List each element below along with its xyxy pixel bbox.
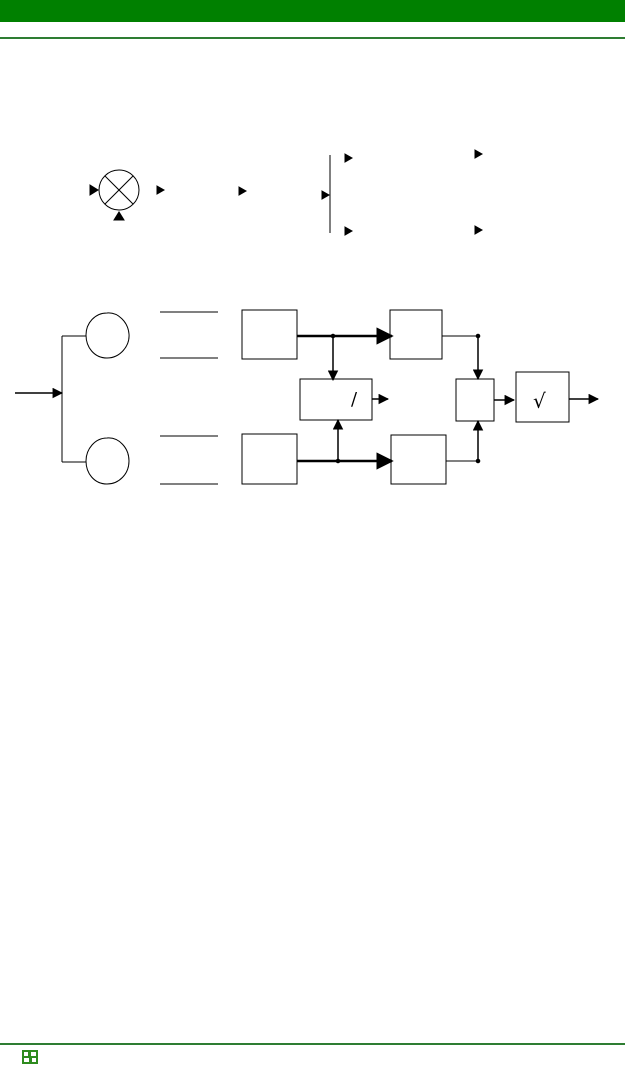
branch-arrow-bottom-2 (474, 225, 484, 235)
lower-squarer-block (390, 434, 447, 485)
header-band (0, 0, 625, 22)
divider-block (299, 378, 373, 421)
summing-block (455, 378, 495, 422)
footer-rule (0, 1043, 625, 1045)
lower-diagram (15, 309, 600, 485)
lower-channel-element (85, 437, 130, 485)
sqrt-block (515, 371, 570, 423)
lower-processing-block (241, 433, 298, 485)
signal-arrow-2 (238, 186, 248, 196)
branch-arrow-top-2 (474, 149, 484, 159)
upper-processing-block (241, 309, 298, 360)
divider-symbol: / (351, 389, 358, 410)
sqrt-symbol: √ (533, 389, 546, 413)
header-rule (0, 37, 625, 39)
mixer-input-arrow-bottom (113, 211, 125, 221)
upper-channel-element (85, 312, 130, 359)
upper-squarer-block (389, 309, 443, 360)
branch-arrow-top-1 (344, 153, 354, 163)
branch-arrow-bottom-1 (344, 226, 354, 236)
mixer-input-arrow-left (89, 184, 99, 196)
publisher-logo-icon (22, 1050, 38, 1064)
upper-diagram (89, 149, 484, 236)
signal-arrow-1 (156, 185, 166, 195)
mixer-symbol (98, 169, 140, 211)
signal-arrow-3 (321, 190, 331, 200)
